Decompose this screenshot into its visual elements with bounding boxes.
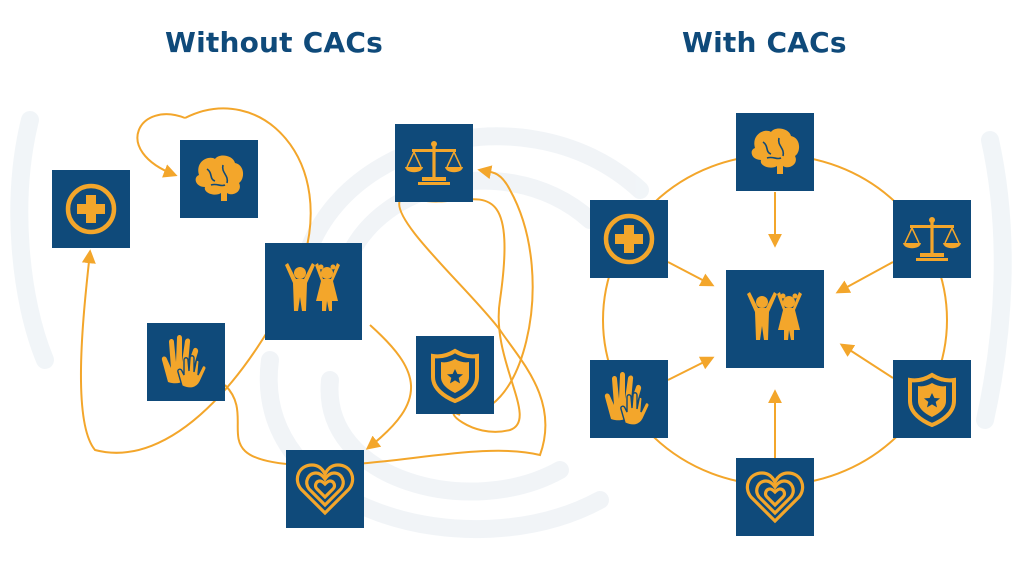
left-tile-justice [395, 124, 473, 202]
right-tile-advocacy [590, 360, 668, 438]
right-tile-support [736, 458, 814, 536]
title-without-cacs: Without CACs [165, 26, 383, 59]
left-tile-law-enforcement [416, 336, 494, 414]
left-tile-medical [52, 170, 130, 248]
left-tile-mental-health [180, 140, 258, 218]
left-tile-advocacy [147, 323, 225, 401]
title-with-cacs: With CACs [682, 26, 847, 59]
right-tile-medical [590, 200, 668, 278]
left-tile-children [265, 243, 362, 340]
right-tile-law-enforcement [893, 360, 971, 438]
left-tile-support [286, 450, 364, 528]
right-tile-justice [893, 200, 971, 278]
right-arrows [667, 192, 894, 458]
right-tile-children [726, 270, 824, 368]
right-tile-mental-health [736, 113, 814, 191]
